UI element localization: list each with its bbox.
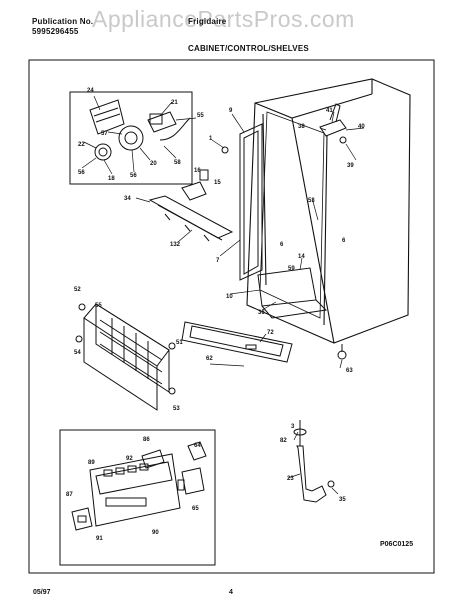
bottom-drawer bbox=[257, 267, 328, 319]
leveling-leg bbox=[337, 344, 347, 360]
callout-72: 72 bbox=[267, 330, 274, 336]
drawing-code: P06C0125 bbox=[380, 541, 414, 548]
screw-52 bbox=[78, 303, 86, 311]
callout-1: 1 bbox=[209, 136, 213, 142]
callout-58: 58 bbox=[174, 160, 181, 166]
callout-52: 52 bbox=[74, 287, 81, 293]
screw-1 bbox=[221, 146, 229, 154]
callout-57: 57 bbox=[101, 131, 108, 137]
callout-53: 53 bbox=[308, 198, 315, 204]
section-title: CABINET/CONTROL/SHELVES bbox=[188, 44, 309, 53]
callout-10: 10 bbox=[226, 294, 233, 300]
door-gasket bbox=[239, 123, 263, 281]
callout-9: 9 bbox=[229, 108, 233, 114]
callout-56: 56 bbox=[78, 170, 85, 176]
callout-82: 82 bbox=[280, 438, 287, 444]
callout-14: 14 bbox=[298, 254, 305, 260]
callout-34: 34 bbox=[124, 196, 131, 202]
control-bracket-15 bbox=[181, 181, 207, 201]
panel-inset-box bbox=[59, 429, 216, 566]
callout-35: 35 bbox=[339, 497, 346, 503]
callout-56b: 56 bbox=[130, 173, 137, 179]
screw-54 bbox=[75, 335, 83, 343]
callout-55: 55 bbox=[197, 113, 204, 119]
callout-62: 62 bbox=[206, 356, 213, 362]
callout-87: 87 bbox=[66, 492, 73, 498]
leader-lines bbox=[81, 95, 365, 495]
footer-date: 05/97 bbox=[33, 589, 51, 596]
callout-51: 51 bbox=[176, 340, 183, 346]
callout-15: 15 bbox=[214, 180, 221, 186]
kickplate bbox=[181, 321, 293, 363]
callout-18: 18 bbox=[108, 176, 115, 182]
control-panel bbox=[71, 441, 207, 531]
callout-91: 91 bbox=[96, 536, 103, 542]
callout-89: 89 bbox=[88, 460, 95, 466]
shelf-rail bbox=[148, 195, 234, 242]
screw-51 bbox=[168, 342, 176, 350]
control-assembly bbox=[89, 99, 191, 161]
publication-number: 5995296455 bbox=[32, 27, 79, 36]
callout-24: 24 bbox=[87, 88, 94, 94]
callout-38: 38 bbox=[298, 124, 305, 130]
callout-6a: 6 bbox=[280, 242, 284, 248]
callout-90: 90 bbox=[152, 530, 159, 536]
callout-40: 40 bbox=[358, 124, 365, 130]
callout-55b: 55 bbox=[95, 303, 102, 309]
callout-92: 92 bbox=[126, 456, 133, 462]
callout-23: 23 bbox=[287, 476, 294, 482]
callout-22: 22 bbox=[78, 142, 85, 148]
grille bbox=[83, 303, 170, 411]
callout-53b: 53 bbox=[173, 406, 180, 412]
watermark: AppliancePartsPros.com bbox=[92, 6, 355, 32]
hinge-bracket bbox=[319, 103, 347, 144]
screw-53 bbox=[168, 387, 176, 395]
callout-36: 36 bbox=[258, 310, 265, 316]
callout-54: 54 bbox=[74, 350, 81, 356]
callout-59: 59 bbox=[288, 266, 295, 272]
callout-63: 63 bbox=[346, 368, 353, 374]
drain-tube bbox=[293, 420, 335, 503]
callout-16: 16 bbox=[194, 168, 201, 174]
callout-39: 39 bbox=[347, 163, 354, 169]
cabinet-outline bbox=[246, 78, 411, 344]
publication-label: Publication No. bbox=[32, 17, 94, 26]
callout-20: 20 bbox=[150, 161, 157, 167]
diagram-frame bbox=[28, 59, 435, 574]
callout-65: 65 bbox=[192, 506, 199, 512]
callout-132: 132 bbox=[170, 242, 181, 248]
callout-41: 41 bbox=[326, 108, 333, 114]
clip-16 bbox=[199, 169, 209, 181]
callout-64: 64 bbox=[194, 443, 201, 449]
callout-21: 21 bbox=[171, 100, 178, 106]
model-brand: Frigidaire bbox=[188, 17, 227, 26]
control-inset-box bbox=[69, 91, 193, 185]
callout-3: 3 bbox=[291, 424, 295, 430]
callout-6b: 6 bbox=[342, 238, 346, 244]
callout-7: 7 bbox=[216, 258, 220, 264]
callout-86: 86 bbox=[143, 437, 150, 443]
footer-page: 4 bbox=[229, 589, 233, 596]
